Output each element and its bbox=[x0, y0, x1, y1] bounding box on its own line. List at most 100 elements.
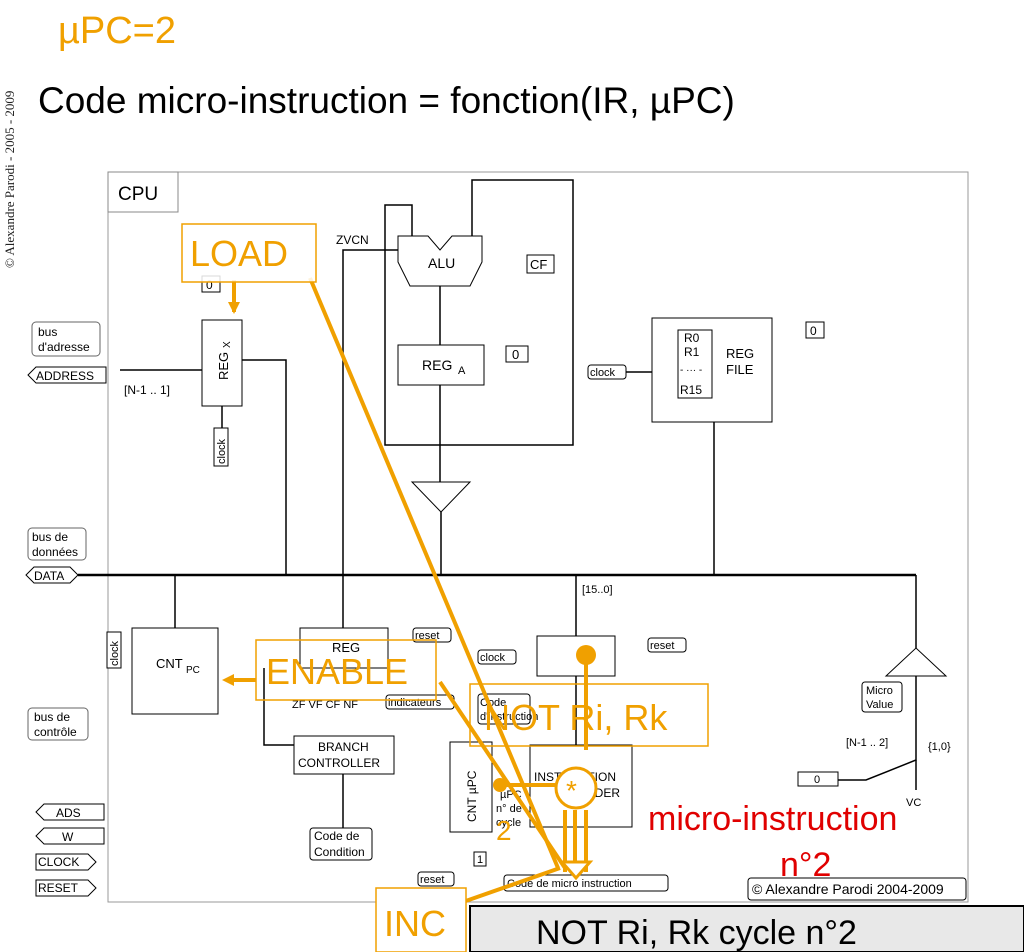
slide-subtitle: Code micro-instruction = fonction(IR, µP… bbox=[38, 80, 735, 121]
reset-port bbox=[35, 879, 97, 897]
cnt-upc-reset: reset bbox=[420, 874, 444, 886]
vc-label: VC bbox=[906, 797, 921, 809]
reg-file-r0: R0 bbox=[684, 331, 700, 345]
reg-a-sub: A bbox=[458, 365, 466, 377]
reg-file-label-1: REG bbox=[726, 346, 754, 361]
bottom-box bbox=[469, 905, 1024, 952]
reg-file-dots: - ··· - bbox=[680, 365, 702, 376]
code-condition-l2: Condition bbox=[314, 845, 365, 859]
inc-box bbox=[375, 887, 467, 952]
address-range: [N-1 .. 1] bbox=[124, 383, 170, 397]
bus-controle-l2: contrôle bbox=[34, 725, 77, 739]
n2-label: n°2 bbox=[780, 846, 831, 884]
data-label: DATA bbox=[34, 569, 64, 583]
bus-adresse-l1: bus bbox=[38, 325, 57, 339]
data-port bbox=[25, 566, 79, 584]
reg-x-sub: X bbox=[222, 341, 233, 348]
cf-label: CF bbox=[530, 257, 547, 272]
range-n1-2: [N-1 .. 2] bbox=[846, 737, 888, 749]
cf-box bbox=[526, 254, 555, 274]
alu-label: ALU bbox=[428, 255, 455, 271]
reg-file-zero: 0 bbox=[810, 324, 817, 338]
reg-x-clock-box bbox=[213, 427, 229, 467]
upc-l3: cycle bbox=[496, 817, 521, 829]
branch-controller-block bbox=[293, 735, 395, 775]
cpu-frame bbox=[107, 171, 969, 903]
slide-title: µPC=2 bbox=[58, 10, 177, 52]
bus-controle-box bbox=[27, 707, 89, 741]
cnt-pc-label: CNT bbox=[156, 656, 183, 671]
data-buffer bbox=[410, 481, 472, 513]
bus-donnees-l2: données bbox=[32, 545, 78, 559]
upc-l2: n° de bbox=[496, 803, 522, 815]
reg-indic-block bbox=[299, 627, 389, 669]
cnt-upc-one: 1 bbox=[477, 854, 483, 866]
alu-block bbox=[397, 235, 483, 287]
ads-label: ADS bbox=[56, 806, 81, 820]
load-box bbox=[181, 223, 317, 283]
bus-adresse-l2: d'adresse bbox=[38, 340, 90, 354]
address-port bbox=[27, 366, 107, 384]
w-label: W bbox=[62, 830, 74, 844]
reg-x-label: REG bbox=[216, 352, 231, 380]
reg-file-r15: R15 bbox=[680, 383, 702, 397]
diagram-copyright: © Alexandre Parodi 2004-2009 bbox=[752, 881, 944, 897]
zvcn-label: ZVCN bbox=[336, 233, 369, 247]
branch-l1: BRANCH bbox=[318, 740, 369, 754]
cpu-label: CPU bbox=[118, 184, 158, 205]
inc-label: INC bbox=[384, 903, 446, 944]
cpu-label-box bbox=[107, 171, 179, 213]
bottom-box-label: NOT Ri, Rk cycle n°2 bbox=[536, 914, 857, 952]
w-port bbox=[35, 827, 105, 845]
two-label: 2 bbox=[496, 815, 512, 846]
reg-x-clock: clock bbox=[216, 438, 228, 464]
branch-l2: CONTROLLER bbox=[298, 756, 380, 770]
reg-a-zero-text: 0 bbox=[512, 347, 519, 362]
reg-file-r1: R1 bbox=[684, 345, 700, 359]
code-micro-instr: Code de micro instruction bbox=[507, 878, 632, 890]
reg-file-clock: clock bbox=[590, 367, 616, 379]
reg-file-label-2: FILE bbox=[726, 362, 754, 377]
bus-adresse-box bbox=[31, 321, 101, 357]
enable-label: ENABLE bbox=[266, 651, 408, 692]
indicateurs-label: indicateurs bbox=[388, 697, 442, 709]
reg-x-zero-text: 0 bbox=[206, 278, 213, 292]
flags-label: ZF VF CF NF bbox=[292, 699, 358, 711]
address-label: ADDRESS bbox=[36, 369, 94, 383]
ir-dot bbox=[576, 645, 596, 665]
clock-out-label: CLOCK bbox=[38, 855, 79, 869]
reg-a-block bbox=[397, 344, 485, 386]
cnt-pc-sub: PC bbox=[186, 665, 200, 676]
ir-block bbox=[536, 635, 616, 677]
micro-value-buffer bbox=[884, 647, 948, 677]
cnt-pc-block bbox=[131, 627, 219, 715]
micro-instruction-label: micro-instruction bbox=[648, 800, 897, 838]
reg-x-block bbox=[201, 319, 243, 407]
micro-value-l1: Micro bbox=[866, 685, 893, 697]
bus-donnees-l1: bus de bbox=[32, 530, 68, 544]
code-condition-l1: Code de bbox=[314, 829, 360, 843]
reg-indic-reset: reset bbox=[415, 630, 439, 642]
load-label: LOAD bbox=[190, 233, 288, 274]
micro-zero: 0 bbox=[814, 774, 820, 786]
not-ri-rk-label: NOT Ri, Rk bbox=[484, 697, 668, 738]
cnt-upc-block bbox=[449, 741, 493, 833]
reg-a-zero bbox=[505, 345, 529, 363]
star-circle bbox=[554, 766, 598, 810]
reset-out-label: RESET bbox=[38, 881, 79, 895]
cnt-upc-label: CNT µPC bbox=[465, 770, 479, 822]
not-ri-rk-box bbox=[469, 683, 709, 747]
range-15-0: [15..0] bbox=[582, 584, 613, 596]
enable-box bbox=[255, 639, 437, 701]
bus-controle-l1: bus de bbox=[34, 710, 70, 724]
bus-donnees-box bbox=[27, 527, 87, 561]
ir-clock: clock bbox=[480, 652, 506, 664]
reg-a-label: REG bbox=[422, 357, 452, 373]
star-label: * bbox=[566, 775, 577, 806]
cnt-pc-clock: clock bbox=[109, 640, 121, 666]
ir-reset: reset bbox=[650, 640, 674, 652]
ads-port bbox=[35, 803, 105, 821]
upc-dot bbox=[493, 778, 507, 792]
set-10: {1,0} bbox=[928, 741, 951, 753]
